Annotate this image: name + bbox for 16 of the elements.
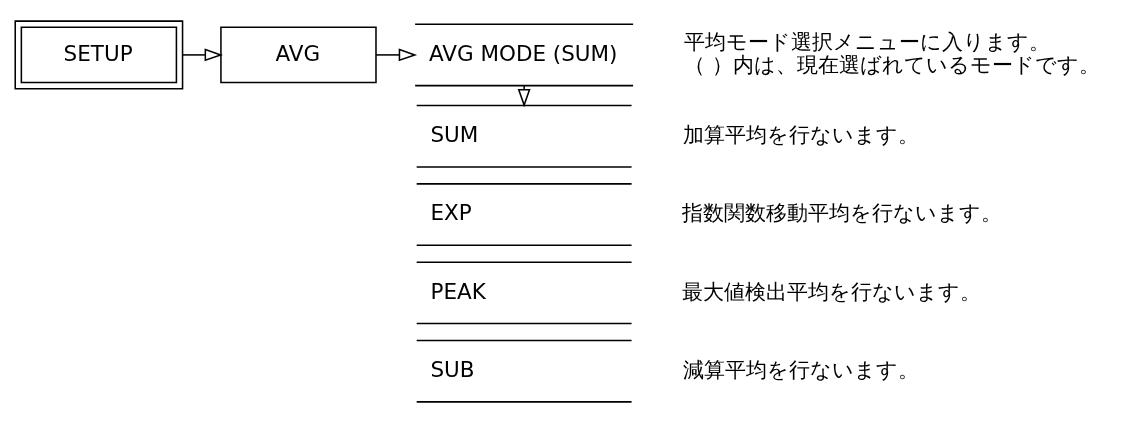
arrow — [181, 48, 223, 62]
node-label: （ ）内は、現在選ばれているモードです。 — [683, 52, 1100, 78]
node-label: 最大値検出平均を行ないます。 — [682, 278, 982, 304]
node-label: 指数関数移動平均を行ないます。 — [682, 200, 1003, 226]
arrow — [375, 48, 418, 62]
node-text: SUM — [430, 121, 479, 147]
arrow — [517, 85, 531, 108]
node-text: SUB — [430, 356, 475, 382]
node-text: AVG MODE (SUM) — [428, 40, 618, 66]
node-text: EXP — [430, 200, 472, 226]
node-box: SETUP — [14, 20, 184, 90]
node-label: 減算平均を行ないます。 — [683, 356, 920, 382]
node-label: 加算平均を行ないます。 — [683, 121, 920, 147]
node-label: 平均モード選択メニューに入ります。 — [683, 29, 1050, 55]
node-text: PEAK — [430, 278, 486, 304]
node-box: AVG — [220, 26, 377, 84]
